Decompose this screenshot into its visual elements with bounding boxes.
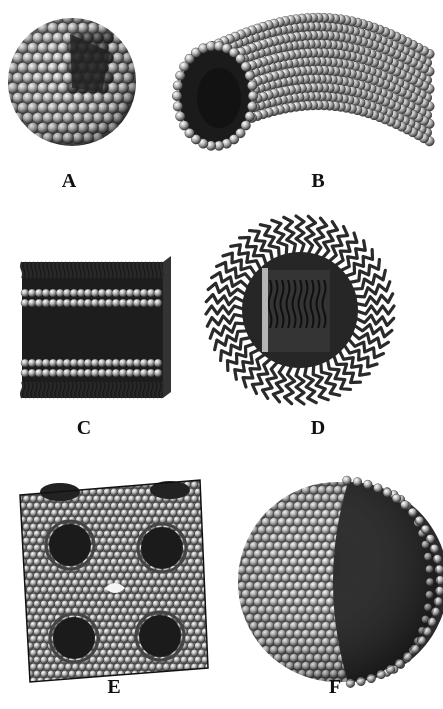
panel-label-a: A [49, 171, 89, 191]
spherical-micelle-icon [2, 12, 138, 146]
lamellar-bilayer-stack-icon [21, 256, 171, 398]
panel-label-e: E [94, 677, 134, 697]
panel-label-d: D [298, 418, 338, 438]
panel-label-c: C [64, 418, 104, 438]
reverse-micelle-icon [206, 216, 394, 404]
cylindrical-micelle-icon [172, 13, 434, 150]
panel-label-b: B [298, 171, 338, 191]
vesicle-icon [234, 476, 443, 688]
bicontinuous-cubic-phase-icon [12, 474, 219, 691]
panel-label-f: F [315, 677, 355, 697]
